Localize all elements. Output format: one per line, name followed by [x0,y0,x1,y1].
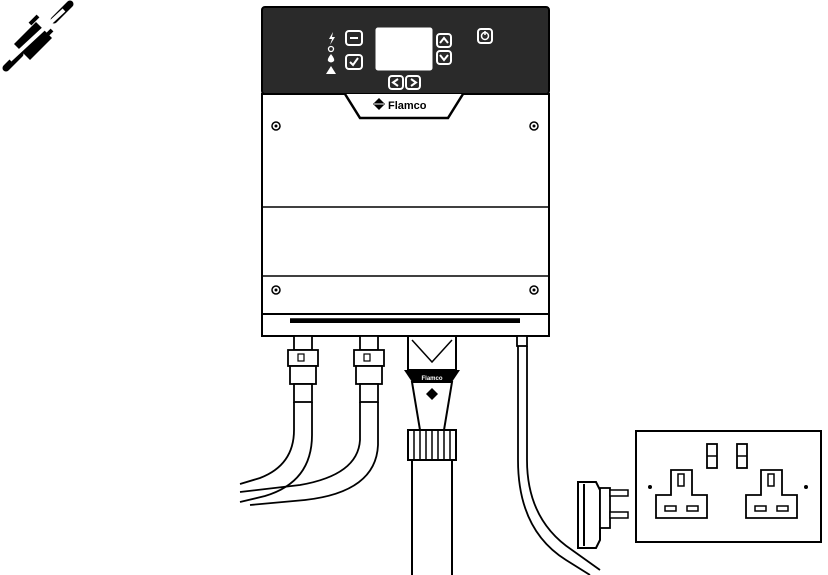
dot-icon [327,45,335,53]
unplugged-plug-icon [2,0,74,72]
mains-plug [577,481,629,549]
connector-brand-label: Flamco [421,376,442,382]
screw-icon [804,485,808,489]
screw-icon [271,285,281,295]
socket-outlet-right[interactable] [745,469,798,519]
drain-connector: Flamco [404,335,460,575]
display-screen [375,27,433,71]
screw-icon [529,121,539,131]
brand-plate [343,93,465,120]
menu-button[interactable] [345,30,363,46]
screw-icon [271,121,281,131]
brand-logo-icon [426,388,438,400]
screw-icon [648,485,652,489]
pump-unit: Flamco [261,6,550,337]
lightning-icon [329,32,335,45]
socket-switch-left[interactable] [706,443,718,469]
right-button[interactable] [405,75,421,90]
power-cable [516,335,601,575]
wall-socket [635,430,822,543]
socket-switch-right[interactable] [736,443,748,469]
left-button[interactable] [388,75,404,90]
screw-icon [529,285,539,295]
socket-outlet-left[interactable] [655,469,708,519]
warning-icon [326,66,336,74]
power-button[interactable] [477,28,493,44]
up-button[interactable] [436,33,452,48]
confirm-button[interactable] [345,54,363,70]
brand-name: Flamco [388,100,427,112]
down-button[interactable] [436,50,452,65]
droplet-icon [327,54,335,63]
brand-logo-icon [373,98,385,110]
pump-body [261,93,550,315]
inlet-hose [239,335,319,503]
pump-base [261,313,550,337]
outlet-hose [239,335,385,506]
